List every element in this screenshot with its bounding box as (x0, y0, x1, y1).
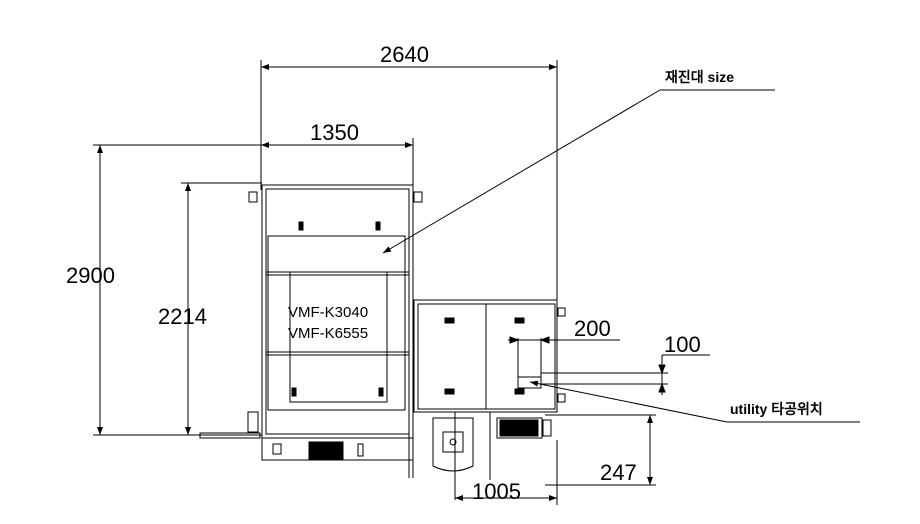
dim-247 (545, 414, 656, 486)
utility-position-label: utility 타공위치 (730, 401, 823, 417)
dim-1350 (261, 138, 414, 190)
dim-1005 (455, 440, 558, 505)
dim-2640 (260, 60, 558, 300)
dim-200 (508, 336, 620, 377)
dim-2214 (181, 182, 262, 435)
dim-1350-label: 1350 (310, 120, 359, 145)
dim-247-label: 247 (600, 460, 637, 485)
model-label-1: VMF-K3040 (288, 304, 369, 321)
leader-utility (529, 380, 860, 423)
machine-side-unit (413, 299, 566, 500)
dim-2214-label: 2214 (158, 304, 207, 329)
table-size-label: 재진대 size (665, 69, 734, 85)
dim-2900 (93, 144, 262, 436)
dim-200-label: 200 (574, 316, 611, 341)
dim-1005-label: 1005 (472, 479, 521, 504)
dim-100-label: 100 (664, 332, 701, 357)
dim-2900-label: 2900 (66, 263, 115, 288)
dim-100 (541, 354, 710, 395)
leader-table-size (382, 89, 775, 254)
dim-2640-label: 2640 (380, 42, 429, 67)
machine-main-body (199, 184, 423, 478)
model-label-2: VMF-K6555 (288, 325, 369, 342)
